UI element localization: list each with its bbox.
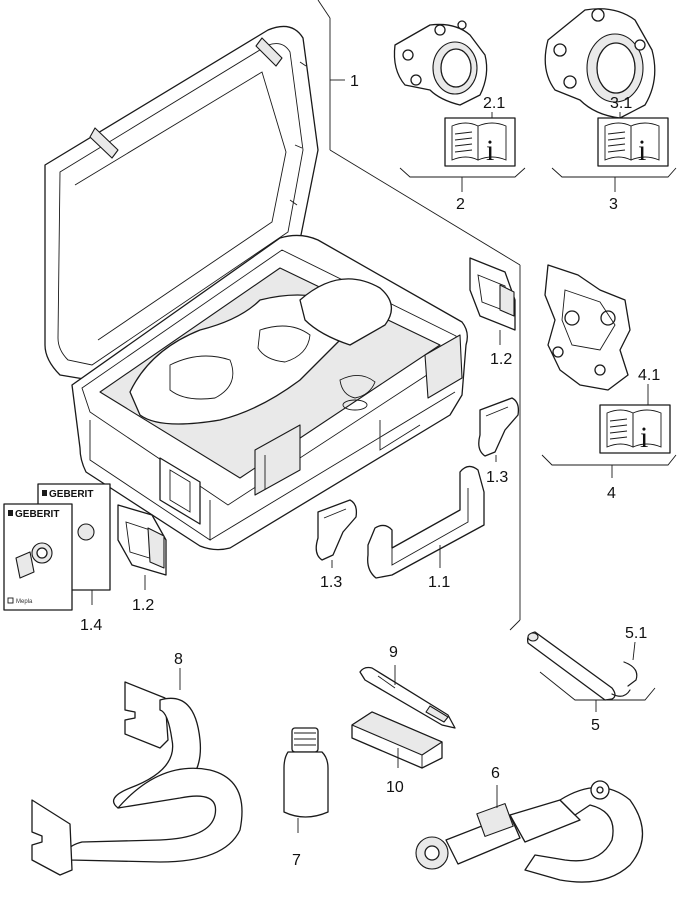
gauge-card [351, 711, 443, 769]
handle [367, 465, 485, 579]
manual-front-brand: GEBERIT [15, 509, 59, 520]
label-marker: 9 [389, 644, 398, 661]
label-manual: 1.4 [80, 617, 102, 634]
label-ring-large: 3 [609, 196, 618, 213]
carrying-strap [31, 681, 243, 876]
manual-booklet: GEBERIT GEBERIT Mepla [3, 483, 111, 611]
bracket-5 [539, 671, 656, 701]
pipe-cutter [415, 780, 643, 883]
clip-lower [117, 504, 167, 576]
bracket-4 [541, 454, 677, 466]
case-lid [44, 25, 319, 381]
label-strap: 8 [174, 651, 183, 668]
case-body [71, 234, 468, 551]
manual-back-brand: GEBERIT [49, 489, 93, 500]
label-card: 10 [386, 779, 404, 796]
lubricant-bottle [283, 727, 329, 818]
bracket-3 [551, 167, 677, 178]
label-pipe-cutter: 6 [491, 765, 500, 782]
manual-footer: Mepla [16, 599, 33, 605]
label-ring-large-sub: 3.1 [610, 95, 632, 112]
hook-right [478, 397, 520, 457]
label-deburrer: 5 [591, 717, 600, 734]
case-leader [317, 0, 521, 631]
label-clip-top: 1.2 [490, 351, 512, 368]
press-ring-large [544, 8, 656, 119]
manual-book-icon [597, 117, 669, 167]
press-adapter [544, 264, 631, 391]
label-clip-bottom: 1.2 [132, 597, 154, 614]
label-hook-right: 1.3 [486, 469, 508, 486]
info-icon: i [486, 134, 494, 167]
hook-left [315, 499, 358, 561]
label-hook-left: 1.3 [320, 574, 342, 591]
info-icon: i [640, 421, 648, 454]
press-ring-small [393, 20, 488, 106]
label-adapter: 4 [607, 485, 616, 502]
label-deburrer-sub: 5.1 [625, 625, 647, 642]
label-bottle: 7 [292, 852, 301, 869]
deburrer [527, 631, 638, 701]
label-handle: 1.1 [428, 574, 450, 591]
info-icon: i [638, 134, 646, 167]
bracket-2 [399, 167, 526, 178]
label-case: 1 [350, 73, 359, 90]
label-ring-small-sub: 2.1 [483, 95, 505, 112]
label-adapter-sub: 4.1 [638, 367, 660, 384]
manual-book-icon [599, 404, 671, 454]
manual-book-icon [444, 117, 516, 167]
marker-pen [359, 666, 456, 729]
label-ring-small: 2 [456, 196, 465, 213]
clip-upper [469, 257, 516, 331]
